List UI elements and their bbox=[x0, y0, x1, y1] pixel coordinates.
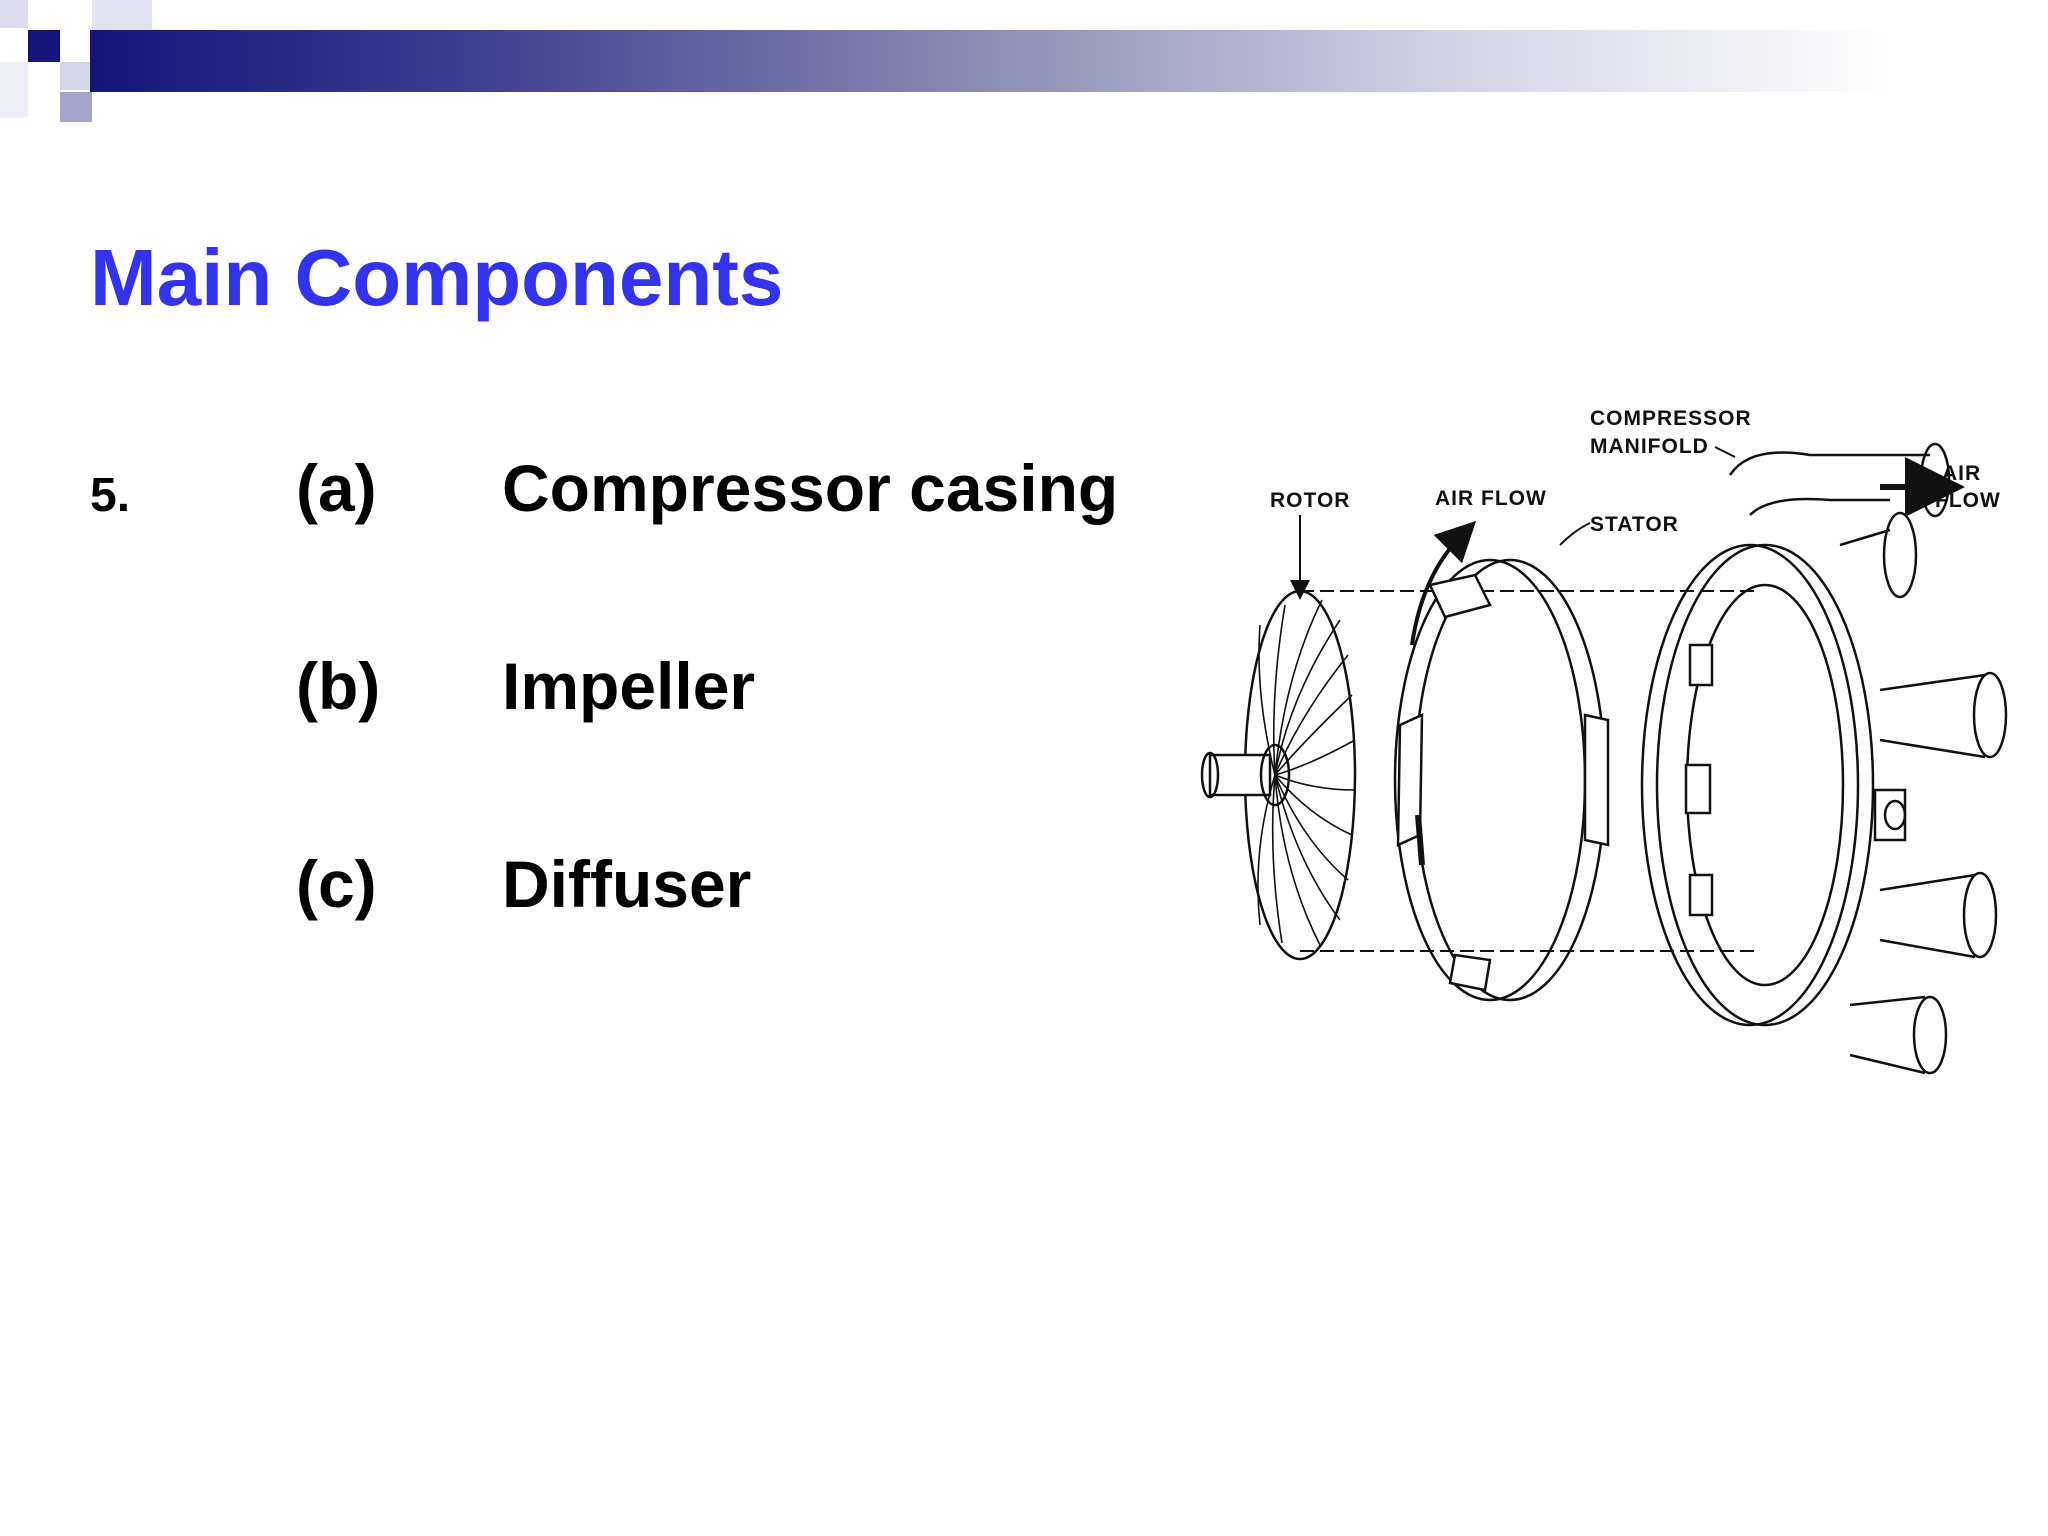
header-square bbox=[0, 62, 28, 118]
rotor-impeller bbox=[1200, 589, 1357, 961]
item-text-diffuser: Diffuser bbox=[502, 847, 752, 921]
item-text-compressor-casing: Compressor casing bbox=[502, 451, 1119, 525]
item-letter-b: (b) bbox=[296, 649, 381, 723]
item-number: 5. bbox=[90, 469, 131, 522]
item-letter-a: (a) bbox=[296, 451, 377, 525]
item-text-impeller: Impeller bbox=[502, 649, 756, 723]
header-square bbox=[92, 0, 152, 30]
label-rotor: ROTOR bbox=[1270, 489, 1350, 512]
stator-ring bbox=[1393, 520, 1610, 1002]
header-square bbox=[60, 92, 92, 122]
label-compressor-manifold-2: MANIFOLD bbox=[1590, 435, 1709, 458]
label-stator: STATOR bbox=[1590, 513, 1679, 536]
compressor-manifold bbox=[1640, 442, 2008, 1075]
header-square bbox=[60, 62, 92, 90]
item-letter-c: (c) bbox=[296, 847, 377, 921]
header-square bbox=[28, 30, 60, 62]
header-gradient-bar bbox=[90, 30, 2048, 92]
label-compressor-manifold-1: COMPRESSOR bbox=[1590, 407, 1752, 430]
header-square bbox=[0, 0, 28, 28]
compressor-diagram: COMPRESSOR MANIFOLD ROTOR AIR FLOW STATO… bbox=[1200, 407, 2008, 1075]
slide-title: Main Components bbox=[90, 233, 784, 322]
label-air-flow: AIR FLOW bbox=[1435, 487, 1547, 510]
